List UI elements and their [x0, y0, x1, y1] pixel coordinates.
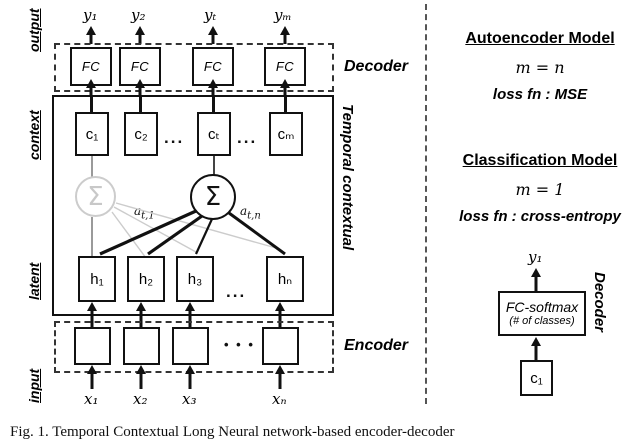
- line-ghost-sigma-to-h1: [91, 217, 93, 259]
- context-unit-c1: c₁: [75, 112, 109, 156]
- output-label-y2: y₂: [131, 6, 146, 24]
- latent-ellipsis: ...: [226, 282, 247, 301]
- decoder-group: [54, 43, 334, 92]
- fc-softmax-label-line1: FC-softmax: [505, 299, 579, 316]
- fc-unit-t: FC: [192, 47, 234, 86]
- axis-label-context: context: [26, 110, 42, 160]
- latent-unit-hn: hₙ: [266, 256, 304, 302]
- encoder-group-label: Encoder: [344, 337, 409, 354]
- context-ellipsis-1: ...: [164, 128, 185, 147]
- context-ellipsis-2: ...: [237, 128, 258, 147]
- fc-softmax-label-line2: (# of classes): [509, 315, 575, 328]
- output-label-yt: yₜ: [204, 6, 217, 24]
- classification-equation: m = 1: [515, 180, 565, 199]
- autoencoder-equation: m = n: [515, 58, 565, 77]
- context-unit-c2: c₂: [124, 112, 158, 156]
- attention-weight-sub-right: t,n: [247, 210, 261, 222]
- fc-softmax-unit: FC-softmax (# of classes): [498, 291, 586, 336]
- output-label-y1: y₁: [83, 6, 98, 24]
- encoder-unit-n: [262, 327, 299, 365]
- classification-loss: loss fn : cross-entropy: [459, 208, 621, 225]
- line-c2-top: [139, 96, 142, 114]
- axis-label-latent: latent: [26, 262, 42, 300]
- latent-unit-h1: h₁: [78, 256, 116, 302]
- input-label-x3: x₃: [182, 390, 197, 408]
- figure-caption: Fig. 1. Temporal Contextual Long Neural …: [10, 424, 455, 440]
- input-label-xn: xₙ: [272, 390, 287, 408]
- encoder-unit-3: [172, 327, 209, 365]
- latent-unit-h3: h₃: [176, 256, 214, 302]
- input-label-x2: x₂: [133, 390, 148, 408]
- context-unit-cm: cₘ: [269, 112, 303, 156]
- context-unit-ct: cₜ: [197, 112, 231, 156]
- panel-divider: [425, 4, 427, 404]
- ghost-sum-node: Σ: [75, 176, 116, 217]
- line-ct-top: [212, 96, 215, 114]
- encoder-unit-2: [123, 327, 160, 365]
- encoder-ellipsis: • • •: [224, 337, 255, 352]
- classification-output-label-y1: y₁: [528, 248, 543, 266]
- output-label-ym: yₘ: [274, 6, 292, 24]
- encoder-unit-1: [74, 327, 111, 365]
- autoencoder-title: Autoencoder Model: [465, 30, 615, 47]
- attention-weight-label-atn: at,n: [240, 204, 261, 221]
- decoder-group-label: Decoder: [344, 58, 409, 75]
- autoencoder-loss: loss fn : MSE: [492, 86, 588, 103]
- attention-weight-label-at1: at,1: [134, 204, 155, 221]
- latent-unit-h2: h₂: [127, 256, 165, 302]
- sum-node: Σ: [190, 174, 236, 220]
- line-c1-to-ghost-sigma: [91, 156, 93, 178]
- classification-title: Classification Model: [462, 152, 618, 169]
- temporal-contextual-group-label: Temporal contextual: [339, 104, 356, 251]
- line-c1-top: [90, 96, 93, 114]
- line-ct-to-sigma: [213, 156, 215, 178]
- axis-label-output: output: [26, 8, 42, 52]
- temporal-contextual-group: [52, 95, 334, 316]
- classification-context-unit-c1: c₁: [520, 360, 553, 396]
- line-cm-top: [284, 96, 287, 114]
- classification-decoder-label: Decoder: [591, 272, 608, 333]
- axis-label-input: input: [26, 368, 42, 403]
- attention-weight-sub-left: t,1: [141, 210, 155, 222]
- input-label-x1: x₁: [84, 390, 99, 408]
